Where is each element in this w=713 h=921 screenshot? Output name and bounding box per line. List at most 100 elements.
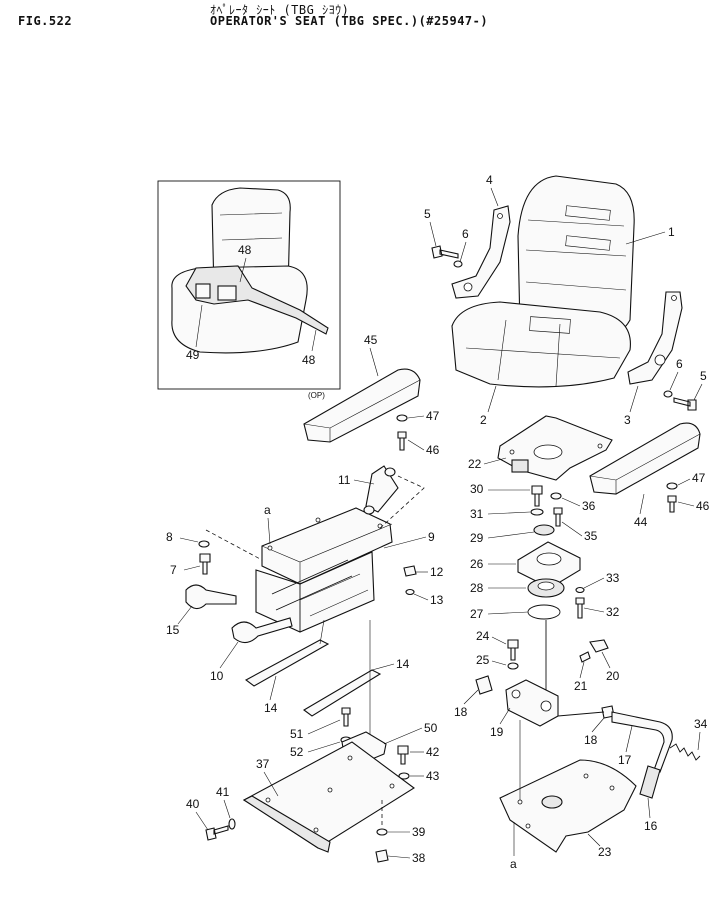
callout-36: 36 [582,499,596,513]
callout-10: 10 [210,669,224,683]
callout-33: 33 [606,571,620,585]
swivel-lock: 24 25 20 21 19 18 18 17 [454,629,708,833]
callout-39: 39 [412,825,426,839]
callout-5-right: 5 [700,369,707,383]
rail-14-right [303,669,382,717]
seat-cushion [451,301,631,388]
bolt-42 [397,745,409,765]
callout-5-left: 5 [424,207,431,221]
lock-pin-20 [589,639,609,653]
callout-12: 12 [430,565,444,579]
nut-12 [403,565,417,577]
seat-assembly: 1 2 [451,175,675,427]
callout-46-left: 46 [426,443,440,457]
reference-a-top: a [264,503,271,517]
callout-30: 30 [470,482,484,496]
callout-37: 37 [256,757,270,771]
callout-28: 28 [470,581,484,595]
bolt-32 [575,597,585,619]
callout-23: 23 [598,845,612,859]
callout-14-left: 14 [264,701,278,715]
callout-32: 32 [606,605,620,619]
callout-6-left: 6 [462,227,469,241]
figure-title: OPERATOR'S SEAT (TBG SPEC.)(#25947-) [210,14,489,28]
inset-latch [217,285,237,301]
bolt-5-right [673,397,697,411]
reference-a-bottom: a [510,857,517,871]
callout-48-inset-bottom: 48 [302,353,316,367]
bushing-18-left [475,675,493,695]
callout-21: 21 [574,679,588,693]
callout-3: 3 [624,413,631,427]
suspension-assembly: 9 a 11 12 13 8 7 [166,465,444,683]
bolt-5-left [431,245,459,259]
callout-11: 11 [338,473,351,487]
callout-26: 26 [470,557,484,571]
washer-6-right [663,390,673,398]
armrest-45 [303,368,421,443]
callout-42: 42 [426,745,440,759]
callout-13: 13 [430,593,444,607]
callout-48-inset-top: 48 [238,243,252,257]
bolt-51 [341,707,351,727]
bracket-right: 3 6 5 [624,291,707,427]
callout-17: 17 [618,753,632,767]
callout-6-right: 6 [676,357,683,371]
callout-52: 52 [290,745,304,759]
callout-29: 29 [470,531,484,545]
callout-15: 15 [166,623,180,637]
callout-9: 9 [428,530,435,544]
washer-47-left [396,414,408,422]
washer-33 [575,586,585,594]
callout-16: 16 [644,819,658,833]
callout-18-right: 18 [584,733,598,747]
callout-14-right: 14 [396,657,410,671]
inset-buckle [195,283,211,299]
bolt-46-left [397,431,407,451]
lever-link [557,711,605,717]
spring-34 [669,743,701,761]
bracket-left: 4 5 6 [424,173,511,299]
callout-22: 22 [468,457,482,471]
callout-49: 49 [186,348,200,362]
callout-19: 19 [490,725,504,739]
callout-40: 40 [186,797,200,811]
spring-pin-21 [579,651,591,663]
callout-8: 8 [166,530,173,544]
swivel-base-plate [499,759,637,853]
inset-seat-belt [185,265,329,335]
figure-title-japanese: ｵﾍﾟﾚｰﾀ ｼｰﾄ (TBG ｼﾖｳ) [210,3,350,17]
callout-34: 34 [694,717,708,731]
slide-rails: 14 14 51 52 50 42 43 [244,619,440,800]
floor-plate-37: 37 41 40 39 38 [186,741,426,865]
inset-frame [157,180,341,390]
callout-51: 51 [290,727,304,741]
washer-13 [405,588,415,596]
callout-2: 2 [480,413,487,427]
bracket-4 [451,205,511,299]
bolt-40 [205,825,229,841]
callout-7: 7 [170,563,177,577]
armrest-left: 45 47 46 [303,333,440,457]
callout-4: 4 [486,173,493,187]
callout-18-left: 18 [454,705,468,719]
option-note: (OP) [308,391,325,400]
knob-15 [185,584,237,610]
swivel-assembly: 22 30 31 29 36 35 26 28 [468,415,620,690]
grip-16 [639,765,661,799]
armrest-right: 44 47 46 [589,422,710,529]
rail-14-left [244,639,330,687]
callout-24: 24 [476,629,490,643]
armrest-44 [589,422,701,495]
callout-41: 41 [216,785,230,799]
bolt-46-right [667,495,677,513]
washer-25 [507,662,519,670]
callout-47-right: 47 [692,471,706,485]
washer-43 [398,772,410,780]
bolt-30 [531,485,543,507]
callout-1: 1 [668,225,675,239]
callout-46-right: 46 [696,499,710,513]
base-plate-23: 23 a [499,720,637,871]
